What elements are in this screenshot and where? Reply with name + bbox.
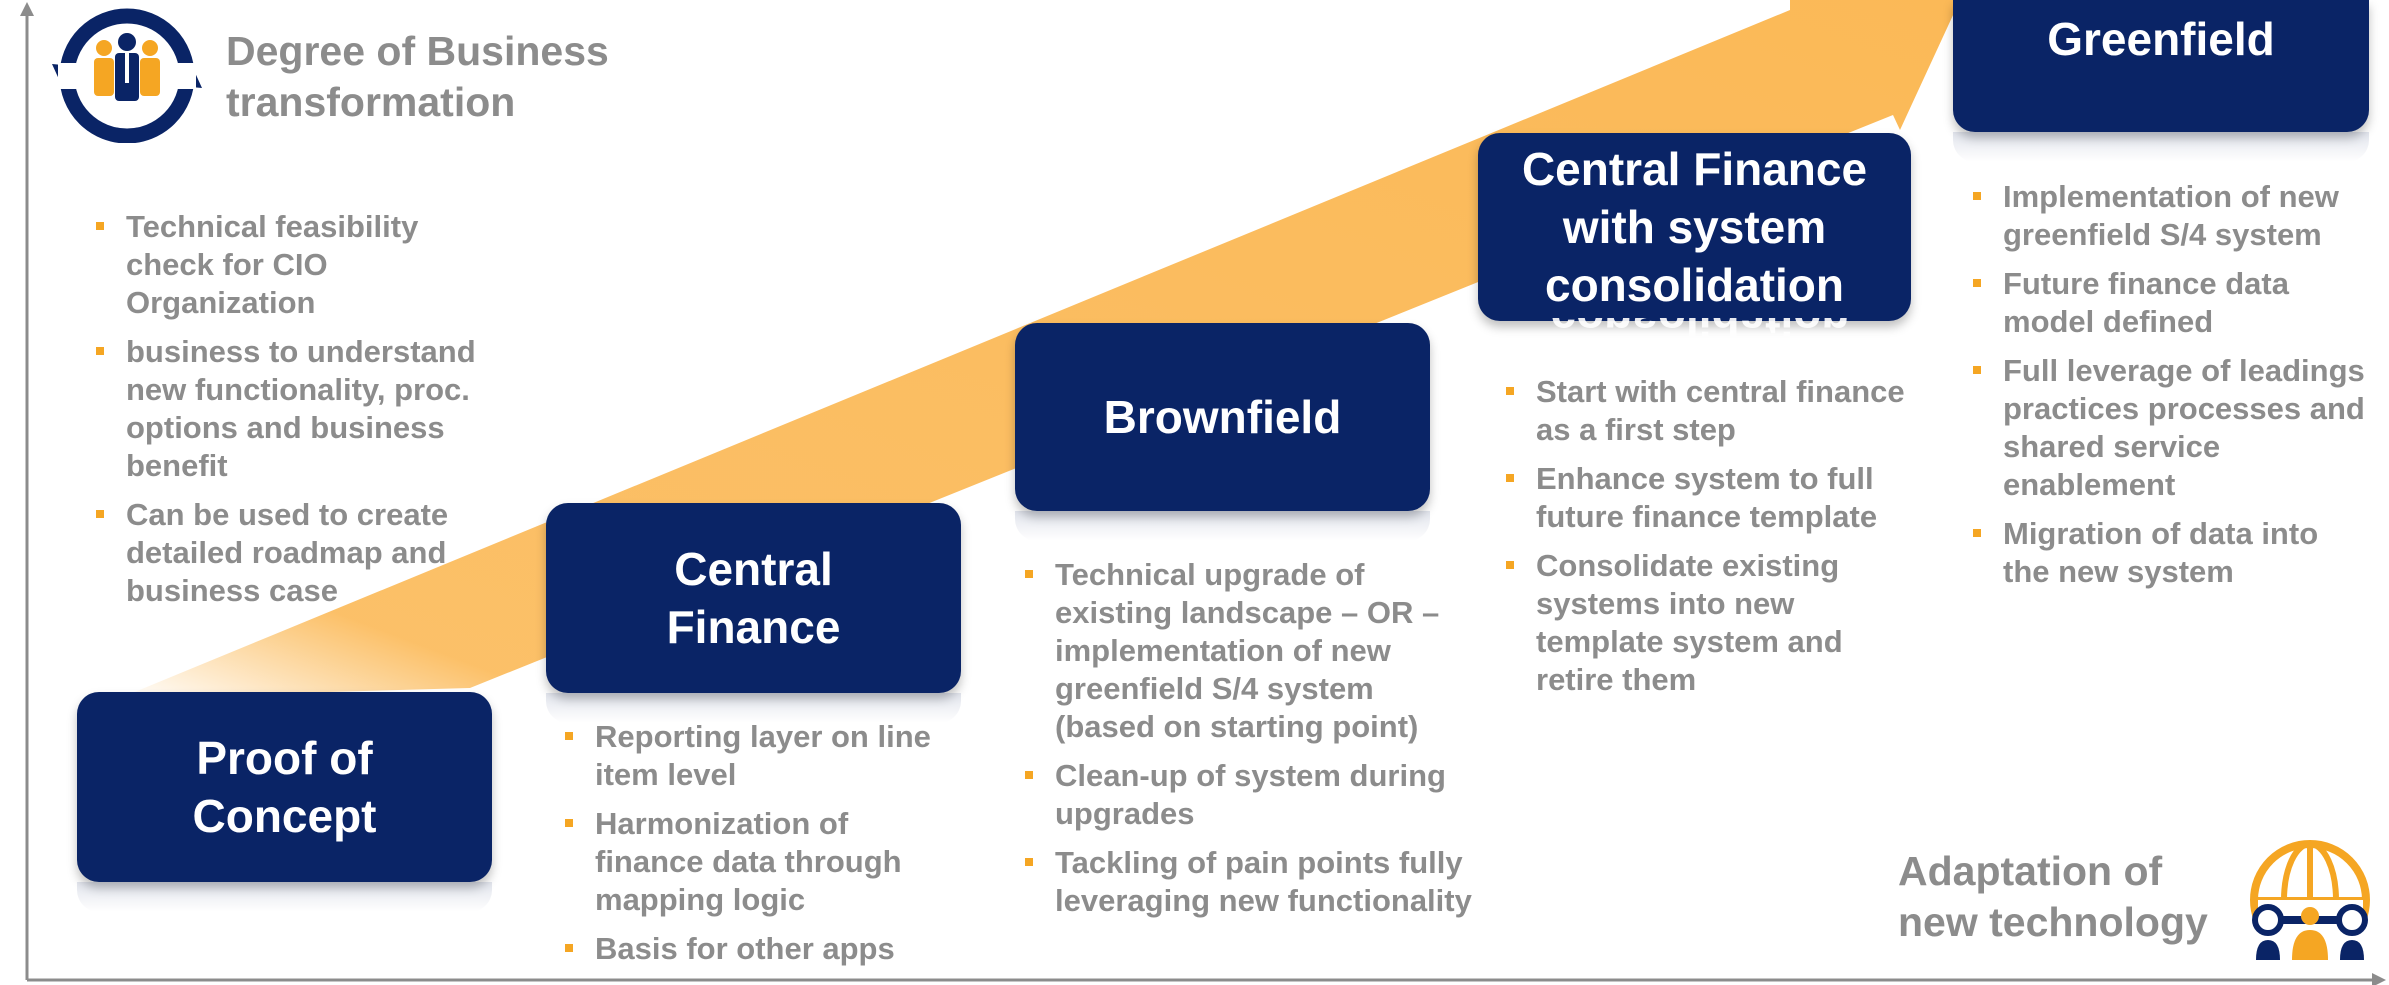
list-item-text: business to understand new functionality…: [126, 334, 476, 483]
bullet-marker: [1973, 192, 1981, 200]
list-item: Enhance system to full future finance te…: [1506, 460, 1916, 536]
stage-label-line: with system: [1562, 201, 1827, 253]
header-title: Degree of Business transformation: [226, 26, 609, 128]
list-item: Clean-up of system during upgrades: [1025, 757, 1475, 833]
business-people-cycle-icon: [52, 8, 202, 144]
list-item: Implementation of new greenfield S/4 sys…: [1973, 178, 2373, 254]
label-reflection-text: consolidation: [1550, 318, 1850, 345]
box-reflection: [546, 693, 961, 723]
bullet-marker: [1973, 366, 1981, 374]
y-axis-arrowhead: [20, 2, 34, 16]
bullet-list-central-finance: Reporting layer on line item level Harmo…: [565, 718, 935, 979]
list-item: Migration of data into the new system: [1973, 515, 2373, 591]
bullet-marker: [1506, 561, 1514, 569]
list-item-text: Clean-up of system during upgrades: [1055, 758, 1446, 831]
bullet-marker: [1025, 858, 1033, 866]
box-reflection: [77, 882, 492, 912]
list-item-text: Migration of data into the new system: [2003, 516, 2319, 589]
bullet-marker: [565, 732, 573, 740]
stage-label-line: Central: [674, 543, 833, 595]
list-item: Future finance data model defined: [1973, 265, 2373, 341]
bullet-marker: [565, 819, 573, 827]
stage-label-line: Brownfield: [1103, 391, 1342, 443]
bullet-marker: [1025, 570, 1033, 578]
list-item-text: Reporting layer on line item level: [595, 719, 931, 792]
x-axis-arrowhead: [2372, 973, 2386, 985]
list-item: business to understand new functionality…: [96, 333, 476, 485]
bullet-list-greenfield: Implementation of new greenfield S/4 sys…: [1973, 178, 2373, 602]
bullet-marker: [1506, 387, 1514, 395]
list-item-text: Harmonization of finance data through ma…: [595, 806, 902, 917]
stage-box-central-finance: Central Finance: [546, 503, 961, 693]
label-reflection: consolidation: [1540, 318, 1860, 346]
stage-box-greenfield: Greenfield: [1953, 0, 2369, 132]
header-title-line1: Degree of Business: [226, 28, 609, 74]
list-item-text: Technical upgrade of existing landscape …: [1055, 557, 1440, 744]
list-item-text: Consolidate existing systems into new te…: [1536, 548, 1843, 697]
bullet-marker: [96, 510, 104, 518]
list-item: Consolidate existing systems into new te…: [1506, 547, 1916, 699]
bullet-list-brownfield: Technical upgrade of existing landscape …: [1025, 556, 1475, 931]
list-item-text: Tackling of pain points fully leveraging…: [1055, 845, 1472, 918]
list-item-text: Can be used to create detailed roadmap a…: [126, 497, 449, 608]
footer-title: Adaptation of new technology: [1898, 846, 2208, 948]
stage-box-proof-of-concept: Proof of Concept: [77, 692, 492, 882]
list-item: Harmonization of finance data through ma…: [565, 805, 935, 919]
stage-label-line: Proof of: [196, 732, 373, 784]
bullet-marker: [96, 222, 104, 230]
globe-network-people-icon: [2248, 838, 2373, 963]
header-title-line2: transformation: [226, 79, 516, 125]
footer-title-line2: new technology: [1898, 899, 2208, 945]
list-item: Technical feasibility check for CIO Orga…: [96, 208, 476, 322]
list-item-text: Implementation of new greenfield S/4 sys…: [2003, 179, 2339, 252]
stage-label-line: Greenfield: [2047, 13, 2275, 65]
list-item-text: Start with central finance as a first st…: [1536, 374, 1905, 447]
bullet-marker: [96, 347, 104, 355]
list-item: Basis for other apps: [565, 930, 935, 968]
bullet-marker: [1025, 771, 1033, 779]
stage-label-line: Central Finance: [1521, 143, 1868, 195]
footer-title-line1: Adaptation of: [1898, 848, 2163, 894]
list-item-text: Technical feasibility check for CIO Orga…: [126, 209, 419, 320]
list-item: Start with central finance as a first st…: [1506, 373, 1916, 449]
stage-label-line: Finance: [666, 601, 841, 653]
list-item: Tackling of pain points fully leveraging…: [1025, 844, 1475, 920]
list-item: Reporting layer on line item level: [565, 718, 935, 794]
list-item: Technical upgrade of existing landscape …: [1025, 556, 1475, 746]
list-item: Full leverage of leadings practices proc…: [1973, 352, 2373, 504]
stage-box-brownfield: Brownfield: [1015, 323, 1430, 511]
bullet-list-proof-of-concept: Technical feasibility check for CIO Orga…: [96, 208, 476, 621]
stage-label-line: consolidation: [1545, 259, 1844, 311]
stage-box-central-finance-consolidation: Central Finance with system consolidatio…: [1478, 133, 1911, 321]
list-item-text: Basis for other apps: [595, 931, 895, 966]
list-item: Can be used to create detailed roadmap a…: [96, 496, 476, 610]
box-reflection: [1953, 132, 2369, 162]
stage-label-line: Concept: [192, 790, 377, 842]
bullet-marker: [1973, 529, 1981, 537]
bullet-marker: [565, 944, 573, 952]
bullet-marker: [1973, 279, 1981, 287]
list-item-text: Full leverage of leadings practices proc…: [2003, 353, 2365, 502]
list-item-text: Future finance data model defined: [2003, 266, 2289, 339]
box-reflection: [1015, 511, 1430, 541]
list-item-text: Enhance system to full future finance te…: [1536, 461, 1878, 534]
bullet-list-central-finance-consolidation: Start with central finance as a first st…: [1506, 373, 1916, 710]
bullet-marker: [1506, 474, 1514, 482]
